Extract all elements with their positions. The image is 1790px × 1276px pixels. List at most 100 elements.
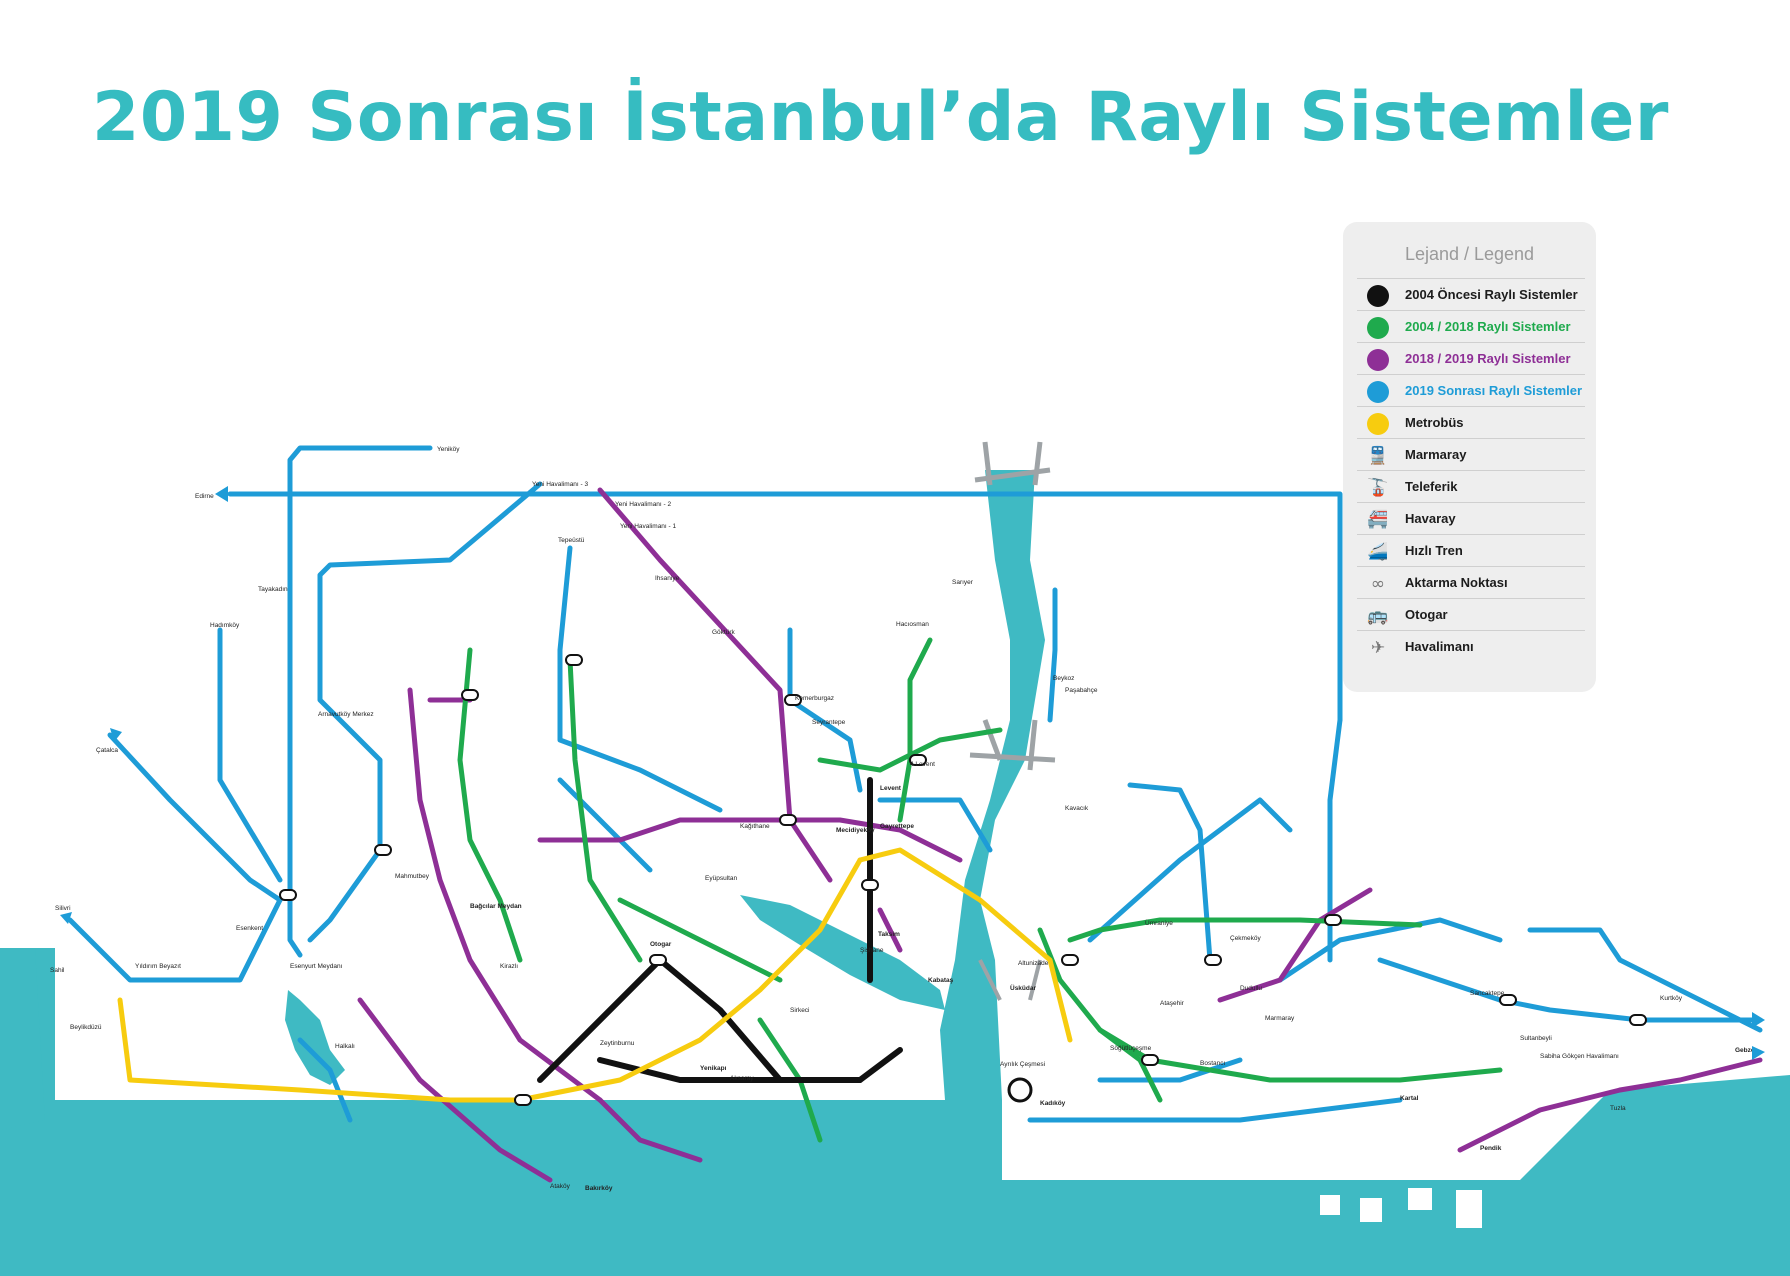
white-island-1	[1320, 1195, 1340, 1215]
legend-item-2018-2019: 2018 / 2019 Raylı Sistemler	[1357, 342, 1585, 375]
station-label: Marmaray	[1265, 1015, 1295, 1022]
station-label: Taksim	[878, 931, 900, 938]
station-label: Pendik	[1480, 1145, 1502, 1152]
arrow-catalca	[110, 728, 122, 742]
station-label: Şişhane	[860, 947, 884, 954]
legend-item-otogar: 🚌 Otogar	[1357, 598, 1585, 631]
legend-label: 2019 Sonrası Raylı Sistemler	[1405, 383, 1583, 398]
golden-horn	[740, 895, 945, 1010]
station-label: Kadıköy	[1040, 1100, 1066, 1107]
legend-label: Havaray	[1405, 511, 1456, 526]
legend-label: Otogar	[1405, 607, 1448, 622]
legend-item-post-2019: 2019 Sonrası Raylı Sistemler	[1357, 374, 1585, 407]
legend-item-teleferik: 🚡 Teleferik	[1357, 470, 1585, 503]
airport-icon: ✈	[1370, 638, 1386, 658]
station-label: Tuzla	[1610, 1105, 1626, 1112]
station-label: Tepeüstü	[558, 537, 585, 544]
transfer-points	[279, 654, 1647, 1106]
station-label: Beylikdüzü	[70, 1024, 102, 1031]
station-label: Yeni Havalimanı - 3	[532, 481, 589, 488]
white-island-2	[1360, 1198, 1382, 1222]
station-label: Bakırköy	[585, 1185, 613, 1192]
legend-label: Hızlı Tren	[1405, 543, 1463, 558]
station-label: Yeniköy	[437, 446, 460, 453]
legend-item-havalimani: ✈ Havalimanı	[1357, 630, 1585, 663]
bridge-middle	[969, 719, 1056, 771]
station-label: Aksaray	[730, 1075, 754, 1082]
station-label: Yenikapı	[700, 1065, 727, 1072]
station-label: Kağıthane	[740, 823, 770, 830]
station-label: Ümraniye	[1145, 919, 1173, 927]
station-label: Sabiha Gökçen Havalimanı	[1540, 1053, 1619, 1060]
station-label: Ataköy	[550, 1183, 571, 1190]
station-label: Kartal	[1400, 1095, 1419, 1102]
station-label: Yıldırım Beyazıt	[135, 963, 181, 970]
lines-metrobus	[117, 847, 1073, 1103]
white-island-3	[1408, 1188, 1432, 1210]
legend-label: 2004 Öncesi Raylı Sistemler	[1405, 287, 1578, 302]
station-label: Eyüpsultan	[705, 875, 738, 882]
station-label: Silivri	[55, 905, 71, 912]
bridge-south	[978, 959, 1042, 1001]
cable-car-icon: 🚡	[1367, 478, 1389, 498]
station-label: Gayrettepe	[880, 823, 914, 830]
arrow-edirne	[215, 486, 228, 502]
station-label: Levent	[880, 785, 902, 792]
legend-label: Aktarma Noktası	[1405, 575, 1508, 590]
station-labels: Yeniköy Edirne Yeni Havalimanı - 3 Yeni …	[50, 446, 1755, 1192]
station-label: Gebze	[1735, 1047, 1755, 1054]
line-end-arrows	[60, 486, 1765, 1060]
station-label: Sirkeci	[790, 1007, 810, 1014]
legend-item-marmaray: 🚆 Marmaray	[1357, 438, 1585, 471]
legend-panel: Lejand / Legend 2004 Öncesi Raylı Sistem…	[1343, 222, 1596, 692]
yellow-dot-icon	[1367, 413, 1389, 435]
station-label: Paşabahçe	[1065, 687, 1098, 694]
legend-label: Metrobüs	[1405, 415, 1464, 430]
legend-label: Teleferik	[1405, 479, 1458, 494]
station-label: Sahil	[50, 967, 65, 974]
train-icon: 🚆	[1367, 446, 1389, 466]
bosphorus	[940, 470, 1045, 1100]
station-label: Zeytinburnu	[600, 1040, 635, 1047]
arrow-gebze	[1752, 1046, 1765, 1060]
station-label: Kabataş	[928, 977, 954, 984]
station-label: Beykoz	[1053, 675, 1074, 682]
station-label: Tayakadın	[258, 586, 288, 593]
station-label: Kemerburgaz	[795, 695, 834, 702]
legend-item-metrobus: Metrobüs	[1357, 406, 1585, 439]
station-label: Kirazlı	[500, 963, 518, 970]
water-areas	[0, 470, 1790, 1276]
lines-2018-2019	[357, 487, 1763, 1183]
page-title: 2019 Sonrası İstanbul’da Raylı Sistemler	[92, 78, 1669, 157]
coast-left	[0, 948, 45, 1130]
station-label: Ataşehir	[1160, 1000, 1185, 1007]
transfer-point-icon: ∞	[1370, 574, 1386, 594]
station-label: Otogar	[650, 941, 672, 948]
station-label: Yeni Havalimanı - 1	[620, 523, 677, 530]
monorail-icon: 🚝	[1367, 510, 1389, 530]
station-label: Halkalı	[335, 1043, 355, 1050]
station-label: Göktürk	[712, 629, 736, 636]
legend-title: Lejand / Legend	[1404, 244, 1535, 264]
station-label: Ihsaniye	[655, 575, 680, 582]
legend-item-aktarma: ∞ Aktarma Noktası	[1357, 566, 1585, 599]
station-label: Hacıosman	[896, 621, 929, 628]
station-label: Söğütlüçeşme	[1110, 1045, 1152, 1052]
legend-item-pre-2004: 2004 Öncesi Raylı Sistemler	[1357, 278, 1585, 311]
green-dot-icon	[1367, 317, 1389, 339]
station-label: Ayrılık Çeşmesi	[1000, 1061, 1045, 1068]
station-label: Bostancı	[1200, 1060, 1225, 1067]
blue-dot-icon	[1367, 381, 1389, 403]
lines-post-2019	[67, 445, 1763, 1123]
station-label: Üsküdar	[1010, 983, 1036, 992]
station-label: Edirne	[195, 493, 214, 500]
high-speed-train-icon: 🚄	[1367, 542, 1389, 562]
kucukcekmece-lake	[285, 990, 345, 1085]
legend-label: Havalimanı	[1405, 639, 1474, 654]
lines-2004-2018	[457, 637, 1503, 1143]
legend-label: 2004 / 2018 Raylı Sistemler	[1405, 319, 1571, 334]
legend-label: 2018 / 2019 Raylı Sistemler	[1405, 351, 1571, 366]
station-label: Mecidiyeköy	[836, 827, 875, 834]
white-island-4	[1456, 1190, 1482, 1228]
